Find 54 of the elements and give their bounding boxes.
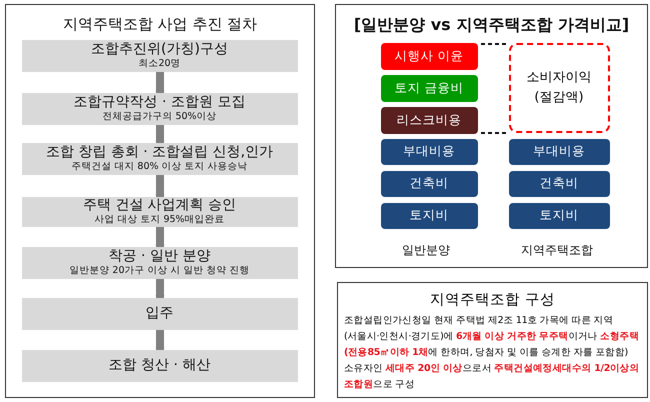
step-note: 사업 대상 토지 95%매입완료 — [94, 214, 225, 226]
cost-bar — [508, 170, 610, 196]
arrow — [155, 227, 165, 247]
step-title: 착공 · 일반 분양 — [108, 248, 210, 265]
arrow — [155, 72, 165, 93]
bar-label: 부대비용 — [403, 143, 455, 160]
panel-title: 지역주택조합 구성 — [429, 291, 556, 309]
cost-bar — [380, 106, 478, 134]
body-text: 조합설립인가신청일 현재 주택법 제2조 11호 가목에 따른 지역 (서울시·인천시·경기도)에 6개월 이상 거주한 무주택이거나 소형주택(전용85㎡이하 1채에 한하며, 당첨자 및 이를 승계한 자를 포함함) 소유자인 세대주 20인 이상으로서 주택건설예정세대수의 1/2이상의 조합원으로 구성 — [343, 314, 640, 392]
panel-title: 지역주택조합 사업 추진 절차 — [62, 15, 258, 34]
step-box — [22, 142, 298, 174]
panel — [5, 4, 315, 398]
step-title: 조합규약작성 · 조합원 모집 — [74, 94, 246, 111]
bar-label: 건축비 — [410, 175, 448, 192]
step-box — [22, 246, 298, 278]
step-note: 일반분양 20가구 이상 시 일반 청약 진행 — [69, 265, 250, 277]
cost-bar — [380, 170, 478, 196]
step-title: 조합추진위(가칭)구성 — [91, 41, 228, 58]
step-note: 최소20명 — [138, 58, 181, 70]
cost-bar — [380, 74, 478, 102]
step-box — [22, 350, 298, 382]
arrow — [155, 125, 165, 143]
column-label: 일반분양 — [402, 242, 450, 259]
bar-label: 토지 금융비 — [394, 80, 464, 96]
cost-bar — [508, 202, 610, 228]
cost-bar — [508, 138, 610, 164]
bar-label: 리스크비용 — [396, 112, 462, 128]
bar-label: 부대비용 — [533, 143, 585, 160]
step-note: 주택건설 대지 80% 이상 토지 사용승낙 — [71, 161, 248, 173]
bar-label: 토지비 — [540, 207, 578, 224]
step-note: 전체공급가구의 50%이상 — [102, 111, 217, 123]
arrow — [155, 175, 165, 197]
cost-bar — [380, 202, 478, 228]
step-box — [22, 298, 298, 330]
arrow — [155, 330, 165, 350]
step-title: 주택 건설 사업계획 승인 — [82, 197, 236, 214]
bar-label: 건축비 — [540, 175, 578, 192]
step-title: 조합 청산 · 해산 — [108, 357, 210, 374]
bar-label: 토지비 — [410, 207, 448, 224]
step-box — [22, 92, 298, 124]
panel — [335, 4, 648, 268]
column-label: 지역주택조합 — [521, 242, 593, 259]
bar-label: 시행사 이윤 — [394, 48, 464, 64]
box-label: 소비자이익 (절감액) — [526, 68, 592, 106]
cost-bar — [380, 138, 478, 164]
step-box — [22, 40, 298, 72]
step-title: 입주 — [146, 305, 174, 322]
dashed-box — [508, 42, 610, 132]
cost-bar — [380, 42, 478, 70]
note-panel — [337, 282, 648, 398]
step-box — [22, 196, 298, 226]
step-title: 조합 창립 총회 · 조합설립 신청,인가 — [46, 144, 274, 161]
panel-title: [일반분양 vs 지역주택조합 가격비교] — [352, 15, 630, 36]
arrow — [155, 279, 165, 298]
